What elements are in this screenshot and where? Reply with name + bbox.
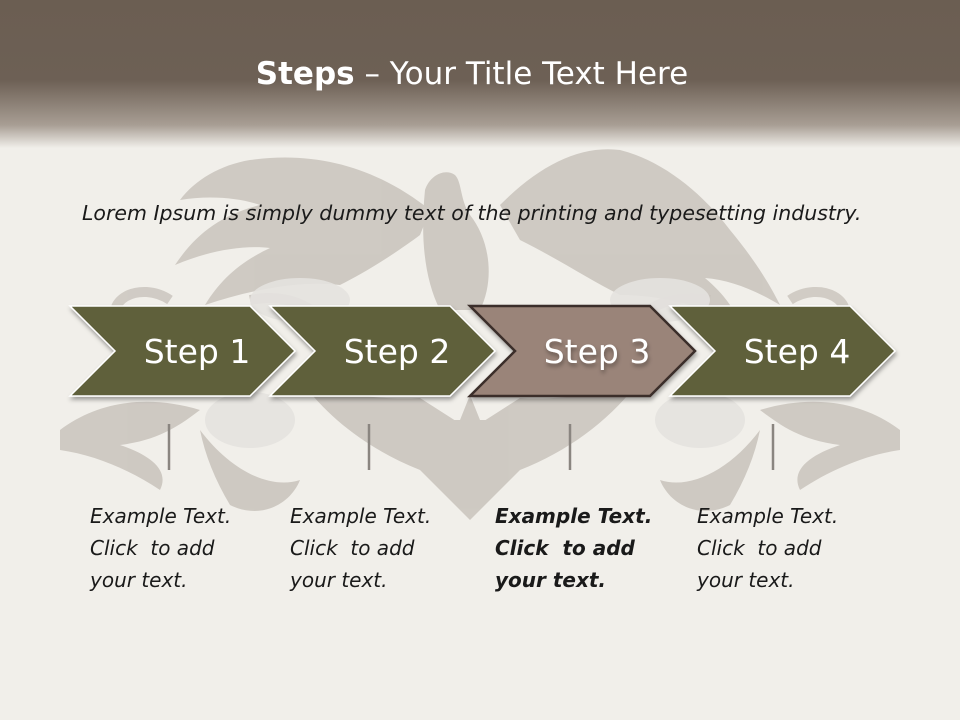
step-4-note[interactable]: Example Text. Click to add your text.	[697, 500, 867, 596]
step-2-note[interactable]: Example Text. Click to add your text.	[290, 500, 460, 596]
step-4-note-line: your text.	[697, 568, 795, 592]
lead-paragraph: Lorem Ipsum is simply dummy text of the …	[82, 201, 862, 225]
step-3-note-line: Example Text.	[495, 504, 653, 528]
step-2-note-line: Example Text.	[290, 504, 432, 528]
title-bold: Steps	[255, 56, 355, 92]
title-rest: – Your Title Text Here	[354, 56, 689, 92]
step-1-note-line: Click to add	[90, 536, 215, 560]
step-2-note-line: Click to add	[290, 536, 415, 560]
step-1-chevron[interactable]	[68, 305, 297, 397]
step-1-note-line: Example Text.	[90, 504, 232, 528]
step-3-note-line: your text.	[495, 568, 607, 592]
step-2-note-line: your text.	[290, 568, 388, 592]
step-3-chevron[interactable]	[466, 304, 697, 398]
slide-title: Steps – Your Title Text Here	[0, 52, 944, 96]
step-3-note[interactable]: Example Text. Click to add your text.	[495, 500, 665, 596]
step-2-chevron[interactable]	[268, 305, 497, 397]
title-bar	[0, 0, 960, 148]
step-2-label: Step 2	[344, 332, 451, 371]
step-3-note-line: Click to add	[495, 536, 635, 560]
step-1-note[interactable]: Example Text. Click to add your text.	[90, 500, 260, 596]
step-4-chevron[interactable]	[668, 305, 897, 397]
step-1-label: Step 1	[144, 332, 251, 371]
step-1-note-line: your text.	[90, 568, 188, 592]
step-4-label: Step 4	[744, 332, 851, 371]
step-4-note-line: Click to add	[697, 536, 822, 560]
step-3-label: Step 3	[544, 332, 651, 371]
step-4-note-line: Example Text.	[697, 504, 839, 528]
